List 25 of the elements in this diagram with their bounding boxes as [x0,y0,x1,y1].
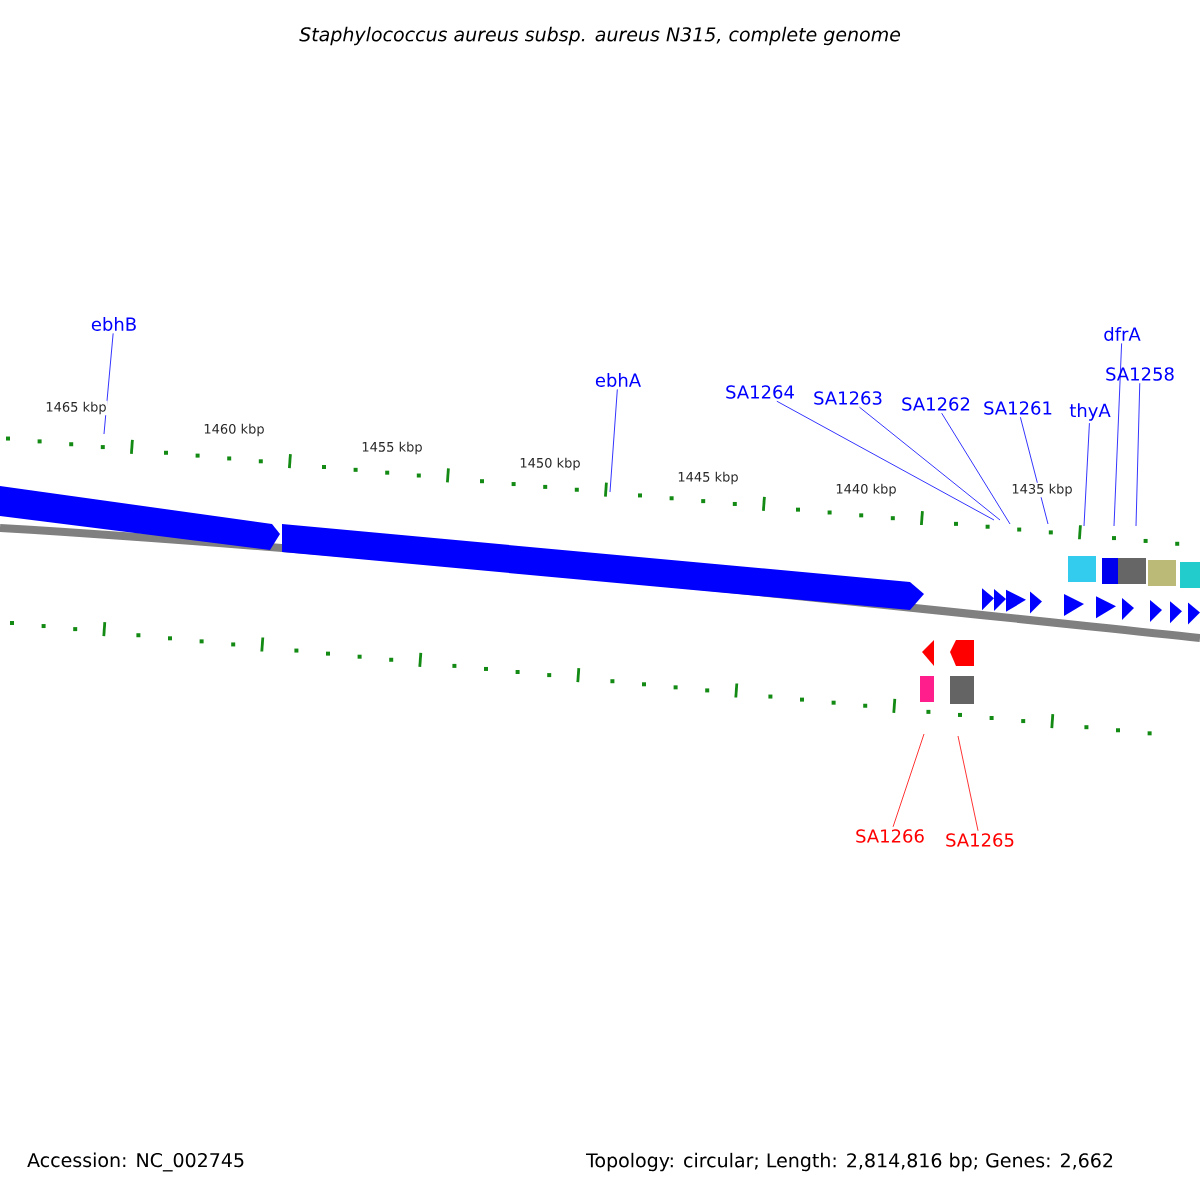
gene-label: SA1261 [984,401,1052,415]
leader-line [859,406,1001,521]
leader-line [103,332,114,435]
leader-line [892,733,925,828]
title: Staphylococcus aureus subsp. aureus N315, complete genome [299,26,901,46]
gene-label: SA1258 [1106,367,1174,381]
gene-label: dfrA [1104,327,1141,341]
footer-text: Accession: NC_002745 [27,1152,244,1172]
leader-line [957,735,979,832]
leader-line [1020,416,1049,525]
leader-line [1113,343,1122,527]
gene-label: thyA [1069,403,1111,421]
gene-label: SA1266 [856,829,924,843]
gene-label: SA1264 [726,385,794,399]
leader-line [1083,422,1090,527]
gene-label: ebhB [91,317,136,331]
leader-line [941,412,1011,525]
gene-label: SA1265 [946,833,1014,847]
gene-label: ebhA [595,373,641,387]
gene-label: SA1263 [814,391,882,405]
leader-line [776,400,995,521]
gene-label: SA1262 [902,397,970,411]
footer-text: Topology: circular; Length: 2,814,816 bp; Genes: 2,662 [586,1152,1113,1172]
leader-line [1135,382,1141,527]
leader-line [609,389,618,493]
